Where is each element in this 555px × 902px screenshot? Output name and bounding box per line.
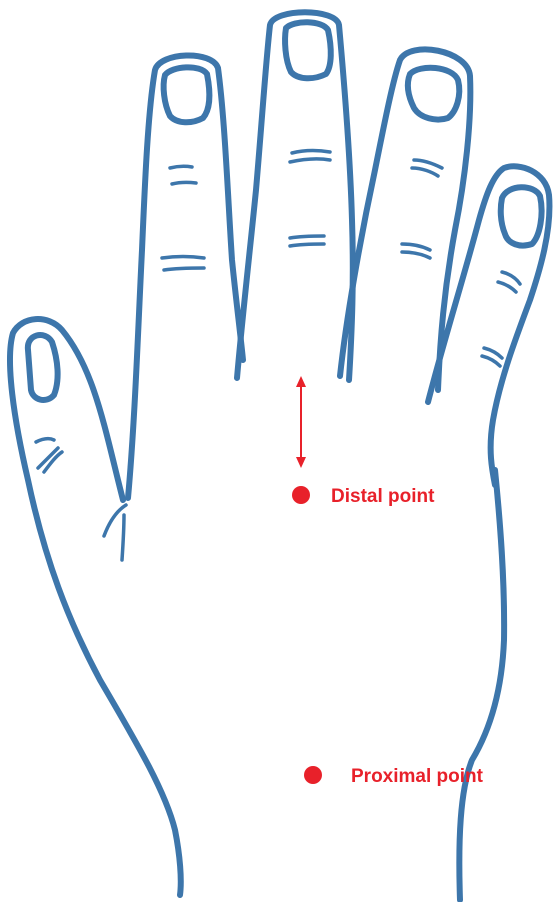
arrow-head-up <box>296 376 306 387</box>
fingernails <box>28 22 542 400</box>
arrow-head-down <box>296 457 306 468</box>
palm-side-outline <box>459 470 504 900</box>
index-crease <box>170 166 192 168</box>
thumb-nail <box>28 335 58 400</box>
middle-crease <box>290 244 324 246</box>
ring-crease <box>402 252 430 258</box>
middle-crease <box>290 236 324 238</box>
distal-point-label: Distal point <box>331 486 435 507</box>
index-nail <box>164 67 210 122</box>
little-crease <box>502 272 520 284</box>
ring-crease <box>402 244 430 250</box>
distal-point-marker <box>292 486 310 504</box>
middle-finger-outline <box>237 12 353 380</box>
ring-finger-outline <box>340 49 470 390</box>
middle-nail <box>285 22 331 78</box>
little-crease <box>498 282 516 292</box>
thumb-outline <box>10 319 181 895</box>
thumb-web-crease <box>122 515 124 560</box>
proximal-point-label: Proximal point <box>351 766 484 787</box>
little-finger-outline <box>428 166 549 485</box>
middle-crease <box>290 159 330 162</box>
little-nail <box>501 187 542 245</box>
thumb-crease <box>36 439 54 442</box>
little-crease <box>482 356 500 366</box>
knuckle-creases <box>36 151 520 560</box>
proximal-point-marker <box>304 766 322 784</box>
middle-crease <box>292 151 330 153</box>
ring-crease <box>412 168 438 176</box>
index-crease <box>162 257 204 259</box>
index-crease <box>172 182 196 184</box>
index-crease <box>164 268 204 270</box>
ring-nail <box>408 68 459 120</box>
double-arrow-icon <box>296 376 306 468</box>
